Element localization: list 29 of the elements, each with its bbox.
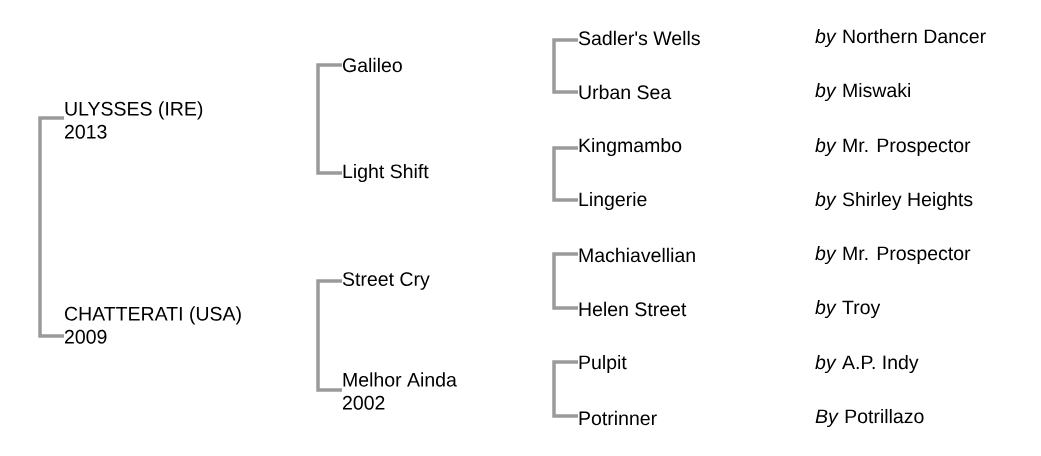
sire-label: by Miswaki <box>815 82 910 102</box>
horse-name: Sadler's Wells <box>578 30 700 46</box>
bracket-line <box>552 360 578 418</box>
sire-label: by A.P. Indy <box>815 354 919 374</box>
horse-name: Street Cry <box>342 272 430 290</box>
bracket-line <box>552 146 578 202</box>
horse-name: Helen Street <box>579 301 687 317</box>
horse-name: Potrinner <box>579 410 657 426</box>
horse-name: Lingerie <box>579 191 647 211</box>
bracket-line <box>552 252 578 310</box>
horse-name: Pulpit <box>579 354 627 374</box>
horse-name: Melhor Ainda 2002 <box>343 372 457 410</box>
sire-label: by Mr. Prospector <box>815 137 971 157</box>
bracket-line <box>316 63 342 175</box>
sire-label: by Northern Dancer <box>815 28 986 48</box>
sire-label: by Mr. Prospector <box>815 245 971 265</box>
horse-name: ULYSSES (IRE) 2013 <box>65 101 203 139</box>
horse-name: CHATTERATI (USA) 2009 <box>65 306 241 344</box>
horse-name: Urban Sea <box>579 84 672 100</box>
bracket-line <box>316 279 342 392</box>
sire-label: By Potrillazo <box>815 408 924 428</box>
sire-label: by Shirley Heights <box>815 191 973 211</box>
horse-name: Machiavellian <box>579 247 695 263</box>
horse-name: Galileo <box>343 57 402 73</box>
horse-name: Light Shift <box>343 163 429 183</box>
bracket-line <box>38 116 64 338</box>
sire-label: by Troy <box>815 299 881 319</box>
bracket-line <box>552 38 578 94</box>
horse-name: Kingmambo <box>579 137 682 157</box>
